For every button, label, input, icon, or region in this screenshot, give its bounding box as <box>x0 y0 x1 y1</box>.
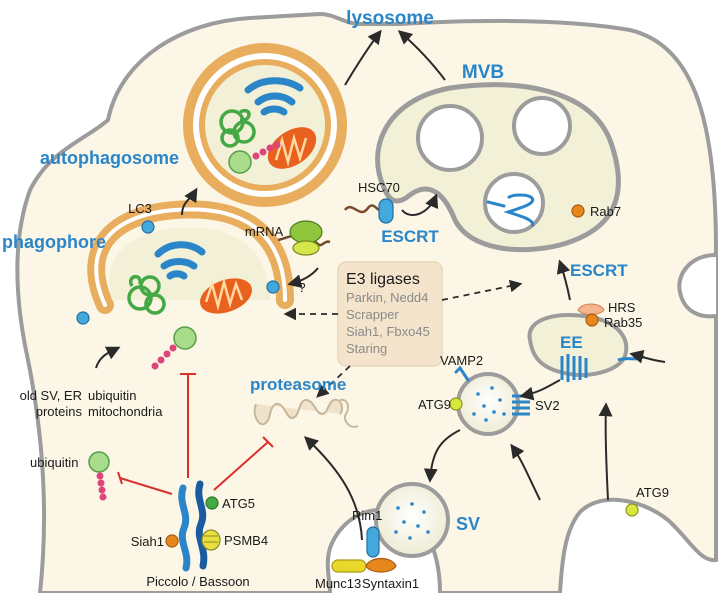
atg5-label: ATG5 <box>222 496 255 511</box>
polyubiquitin-chain-icon <box>252 141 281 160</box>
rim1-label: Rim1 <box>352 508 382 523</box>
er-icon <box>127 274 166 315</box>
e3-ligase-item: Siah1, Fbxo45 <box>346 324 430 339</box>
phagophore-label: phagophore <box>2 232 106 252</box>
phagophore <box>87 200 294 370</box>
proteasome-label: proteasome <box>250 375 346 394</box>
siah1-dot <box>165 534 179 548</box>
e3-dashed-arrows <box>283 279 523 398</box>
autophagosome-label: autophagosome <box>40 148 179 168</box>
lc3-label: LC3 <box>128 201 152 216</box>
autophagosome <box>183 43 347 207</box>
hrs-icon <box>577 303 605 315</box>
vamp2-icon <box>454 365 470 382</box>
sv2-icon <box>560 354 588 382</box>
polyubiquitin-chain-icon <box>151 344 177 370</box>
polyubiquitin-chain-icon <box>96 472 107 501</box>
munc13-label: Munc13 <box>315 576 361 591</box>
proteasome-icon <box>253 398 359 428</box>
rab35-label: Rab35 <box>604 315 642 330</box>
membrane-notch <box>677 253 717 319</box>
escrt-label: ESCRT <box>381 227 439 246</box>
mitochondria-icon <box>200 277 252 314</box>
piccolo-bassoon-label: Piccolo / Bassoon <box>146 574 249 589</box>
e3-ligase-item: Scrapper <box>346 307 399 322</box>
psmb4-label: PSMB4 <box>224 533 268 548</box>
syntaxin1-icon <box>365 557 397 573</box>
sv-label: SV <box>456 514 480 534</box>
question-label: ? <box>298 280 305 295</box>
rab35-dot <box>585 313 599 327</box>
rab7-dot <box>571 204 585 218</box>
synaptic-vesicle-docked <box>374 482 450 558</box>
cargo-right-line1: ubiquitin <box>88 388 136 403</box>
e3-ligases-title: E3 ligases <box>346 271 420 288</box>
rab7-label: Rab7 <box>590 204 621 219</box>
escrt-right-label: ESCRT <box>570 261 628 280</box>
synaptic-vesicle <box>449 365 530 436</box>
cargo-left-line1: old SV, ER <box>20 388 82 403</box>
atg5-dot <box>205 496 219 510</box>
ubiquitin-icon <box>173 326 197 350</box>
e3-ligase-item: Staring <box>346 341 387 356</box>
mitochondria-icon <box>267 127 317 169</box>
ee-label: EE <box>560 333 583 352</box>
mrna-ribosome-icon <box>277 220 331 256</box>
sv2-label: SV2 <box>535 398 560 413</box>
lc3-dot <box>141 220 155 234</box>
ubiquitin-label: ubiquitin <box>30 455 78 470</box>
golgi-icon <box>154 241 206 280</box>
hsc70-icon <box>343 198 394 224</box>
mvb <box>375 82 621 253</box>
lc3-dot <box>76 311 90 325</box>
e3-ligase-item: Parkin, Nedd4 <box>346 290 428 305</box>
pathway-arrows <box>95 29 666 541</box>
early-endosome <box>527 313 646 382</box>
neurotransmitter-dots <box>394 502 430 540</box>
atg9-label: ATG9 <box>418 397 451 412</box>
ubiquitin-icon <box>88 451 110 473</box>
lc3-dot <box>266 280 280 294</box>
cargo-left-line2: proteins <box>36 404 83 419</box>
vamp2-label: VAMP2 <box>440 353 483 368</box>
psmb4-icon <box>201 529 221 551</box>
mvb-label: MVB <box>462 62 504 83</box>
er-icon <box>219 108 256 148</box>
golgi-icon <box>244 77 304 116</box>
cargo-right-line2: mitochondria <box>88 404 163 419</box>
neurotransmitter-dots <box>472 386 506 422</box>
mrna-label: mRNA <box>245 224 284 239</box>
rim1-icon <box>366 526 380 558</box>
hrs-label: HRS <box>608 300 636 315</box>
atg9-membrane-dot <box>625 503 639 517</box>
inhibition-lines <box>117 373 274 495</box>
piccolo-bassoon-icon <box>165 480 221 572</box>
munc13-icon <box>331 559 367 573</box>
lysosome-label: lysosome <box>346 8 434 29</box>
siah1-label: Siah1 <box>131 534 164 549</box>
atg9-membrane-label: ATG9 <box>636 485 669 500</box>
atg9-dot <box>449 397 463 411</box>
hsc70-label: HSC70 <box>358 180 400 195</box>
syntaxin1-label: Syntaxin1 <box>362 576 419 591</box>
sv2-icon <box>486 193 535 227</box>
ubiquitin-icon <box>228 150 252 174</box>
